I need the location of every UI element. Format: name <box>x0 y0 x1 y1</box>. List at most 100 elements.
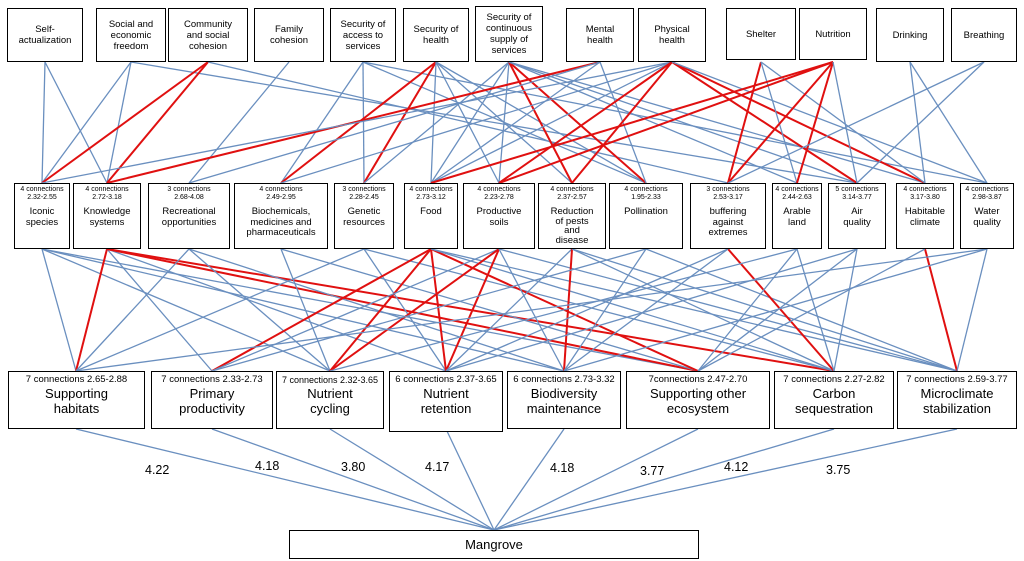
edge-need-to-service <box>362 61 365 184</box>
node-label: Habitable climate <box>904 206 946 228</box>
edge-need-to-service <box>498 61 834 184</box>
edge-service-to-function <box>280 248 699 372</box>
node-label: Iconic species <box>25 206 59 228</box>
score-range: 2.72-3.18 <box>92 194 122 201</box>
node-label: Productive soils <box>476 206 522 228</box>
score-range: 2.53-3.17 <box>713 194 743 201</box>
connection-count: 4 connections <box>409 186 453 193</box>
edge-need-to-service <box>280 61 364 184</box>
connection-count: 4 connections <box>550 186 594 193</box>
weight-primary-productivity: 4.18 <box>255 459 280 473</box>
edge-service-to-function <box>188 248 565 372</box>
edge-function-to-mangrove <box>445 428 495 531</box>
edge-need-to-service <box>760 61 926 184</box>
edge-function-to-mangrove <box>211 428 495 531</box>
connection-range: 7 connections 2.59-3.77 <box>906 374 1008 385</box>
node-label: Nutrient cycling <box>307 386 353 416</box>
score-range: 2.37-2.57 <box>557 194 587 201</box>
need-breathing: Breathing <box>951 8 1017 62</box>
edge-function-to-mangrove <box>493 428 699 531</box>
edge-function-to-mangrove <box>329 428 495 531</box>
node-label: Supporting other ecosystem <box>649 386 747 416</box>
edge-need-to-service <box>430 61 673 184</box>
root-label: Mangrove <box>465 537 523 552</box>
node-label: Drinking <box>892 29 928 41</box>
edge-need-to-service <box>41 61 209 184</box>
edge-need-to-service <box>498 61 510 184</box>
score-range: 3.14-3.77 <box>842 194 872 201</box>
score-range: 2.23-2.78 <box>484 194 514 201</box>
edge-service-to-function <box>211 248 500 372</box>
edge-service-to-function <box>329 248 500 372</box>
edge-service-to-function <box>833 248 858 372</box>
edge-need-to-service <box>41 61 46 184</box>
edge-service-to-function <box>445 248 729 372</box>
need-security-access-services: Security of access to services <box>330 8 396 62</box>
node-label: Knowledge systems <box>83 206 131 228</box>
node-label: Arable land <box>783 206 811 228</box>
edge-function-to-mangrove <box>493 428 835 531</box>
edge-need-to-service <box>363 61 510 184</box>
edge-service-to-function <box>329 248 798 372</box>
edge-need-to-service <box>796 61 834 184</box>
connection-count: 4 connections <box>477 186 521 193</box>
edge-need-to-service <box>41 61 673 184</box>
connection-count: 4 connections <box>259 186 303 193</box>
edge-service-to-function <box>796 248 835 372</box>
edge-need-to-service <box>435 61 500 184</box>
node-label: Shelter <box>745 28 777 40</box>
edge-service-to-function <box>41 248 699 372</box>
edge-need-to-service <box>909 61 988 184</box>
need-physical-health: Physical health <box>638 8 706 62</box>
edge-service-to-function <box>445 248 858 372</box>
score-range: 2.32-2.55 <box>27 194 57 201</box>
edge-need-to-service <box>508 61 798 184</box>
node-label: Water quality <box>973 206 1001 228</box>
edge-service-to-function <box>697 248 926 372</box>
edge-service-to-function <box>430 248 958 372</box>
edge-service-to-function <box>41 248 565 372</box>
edge-service-to-function <box>106 248 213 372</box>
connection-count: 4 connections <box>85 186 129 193</box>
connection-count: 4 connections <box>903 186 947 193</box>
edge-service-to-function <box>329 248 432 372</box>
edge-need-to-service <box>188 61 290 184</box>
edge-service-to-function <box>727 248 835 372</box>
edge-need-to-service <box>508 61 858 184</box>
edge-service-to-function <box>563 248 573 372</box>
edge-need-to-service <box>671 61 926 184</box>
score-range: 2.68-4.08 <box>174 194 204 201</box>
edge-service-to-function <box>280 248 331 372</box>
edge-service-to-function <box>445 248 573 372</box>
score-range: 2.28-2.45 <box>349 194 379 201</box>
edge-need-to-service <box>498 61 673 184</box>
edge-service-to-function <box>106 248 835 372</box>
edge-need-to-service <box>363 61 437 184</box>
edge-service-to-function <box>363 248 835 372</box>
connection-range: 7 connections 2.65-2.88 <box>25 374 128 385</box>
edge-need-to-service <box>727 61 834 184</box>
edge-service-to-function <box>430 248 447 372</box>
connection-count: 4 connections <box>965 186 1009 193</box>
node-label: Breathing <box>963 29 1005 41</box>
edge-service-to-function <box>75 248 988 372</box>
connection-count: 3 connections <box>706 186 750 193</box>
node-label: Security of health <box>413 24 459 46</box>
node-label: Primary productivity <box>179 386 245 416</box>
